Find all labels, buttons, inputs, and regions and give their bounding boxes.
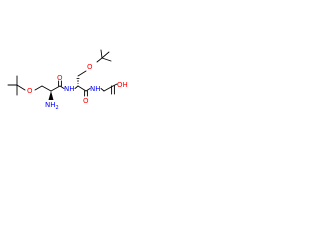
stereo-hash xyxy=(76,78,80,84)
bond xyxy=(74,85,79,89)
bond xyxy=(41,85,52,92)
bond xyxy=(77,85,87,92)
atom-label-oh: OH xyxy=(117,81,128,89)
bond xyxy=(100,88,105,92)
structure-canvas: O NH2 NH O O NH O OH xyxy=(0,0,152,152)
atom-label-nh2-subscript: 2 xyxy=(56,105,59,111)
bond xyxy=(59,85,65,89)
atom-label-nh-amide-2: NH xyxy=(90,85,101,93)
bond xyxy=(96,57,103,63)
stereo-wedge xyxy=(48,91,54,100)
bond xyxy=(112,83,118,87)
bond xyxy=(101,51,110,59)
atom-label-nh2: NH2 xyxy=(45,101,59,111)
atom-label-nh2-main: NH xyxy=(45,101,56,109)
bond xyxy=(101,57,112,62)
atom-label-o-ether-left: O xyxy=(27,87,33,95)
molecule-structure: O NH2 NH O O NH O OH xyxy=(7,49,128,111)
bond xyxy=(77,70,87,77)
atom-label-o-carbonyl-2: O xyxy=(83,97,89,105)
atom-label-o-ether-right: O xyxy=(87,63,93,71)
bond xyxy=(85,88,91,92)
bond xyxy=(16,84,26,91)
bond xyxy=(34,85,43,91)
atom-label-nh-amide-1: NH xyxy=(64,85,75,93)
bond xyxy=(50,85,61,92)
bond xyxy=(100,49,103,59)
atom-label-o-carbonyl-1: O xyxy=(57,74,63,82)
